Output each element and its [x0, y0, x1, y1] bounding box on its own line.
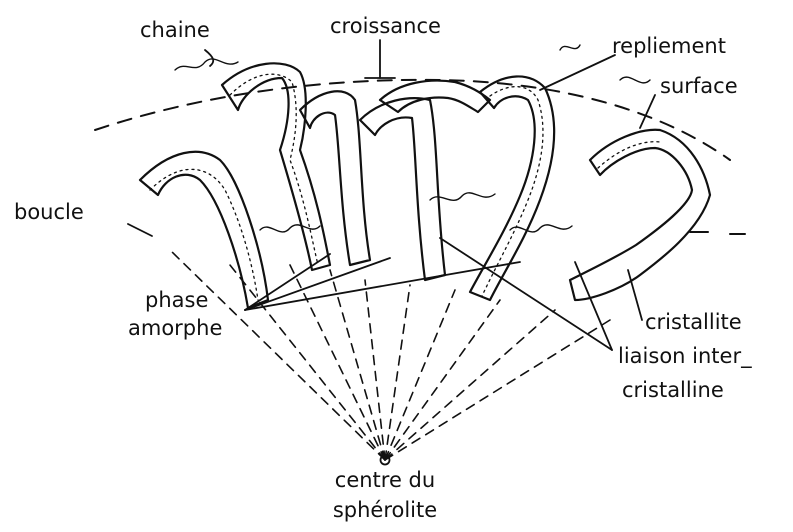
lamella-7 [570, 130, 710, 300]
label-cristallite: cristallite [645, 310, 742, 334]
label-phase: phase [145, 288, 208, 312]
label-centre-du: centre du [300, 468, 470, 492]
label-chaine: chaine [140, 18, 210, 42]
label-boucle: boucle [14, 200, 84, 224]
label-cristalline: cristalline [622, 378, 724, 402]
label-liaison-inter: liaison inter_ [618, 344, 752, 368]
lamella-5 [380, 81, 490, 112]
label-repliement: repliement [612, 34, 726, 58]
lamella-1 [140, 152, 268, 308]
label-croissance: croissance [330, 14, 441, 38]
radial-dashed-lines [170, 250, 610, 460]
amorphous-chains [175, 45, 650, 232]
label-amorphe: amorphe [128, 316, 222, 340]
lamella-4 [360, 98, 445, 280]
label-surface: surface [660, 74, 738, 98]
label-spherolite: sphérolite [300, 498, 470, 522]
